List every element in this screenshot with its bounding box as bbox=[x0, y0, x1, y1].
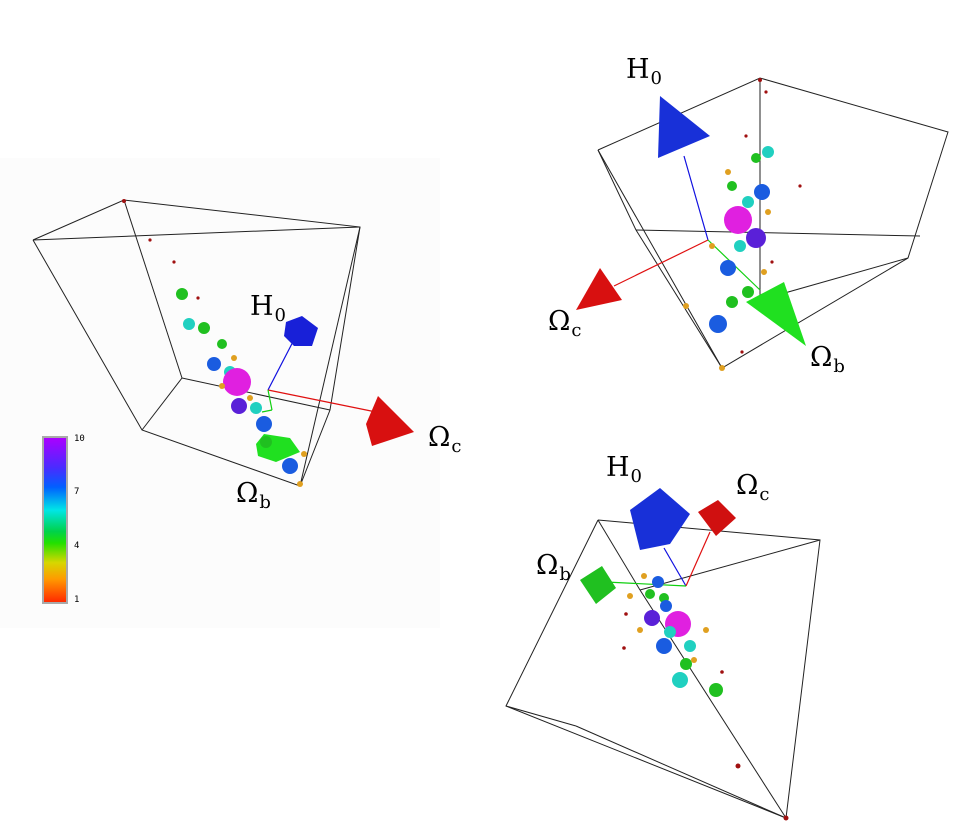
arrow-omega-c-left bbox=[267, 389, 414, 446]
label-omega-b-left: Ωb bbox=[236, 478, 271, 513]
label-omega-c-left: Ωc bbox=[428, 422, 462, 457]
colorbar-tick-4: 4 bbox=[74, 541, 80, 551]
label-omega-b-bottom-right: Ωb bbox=[536, 550, 571, 585]
view-panel-left bbox=[0, 158, 440, 628]
label-omega-c-bottom-right: Ωc bbox=[736, 470, 770, 505]
data-spheres-left bbox=[122, 199, 307, 487]
label-omega-c-top-right: Ωc bbox=[548, 306, 582, 341]
colorbar-tick-1: 1 bbox=[74, 595, 80, 605]
colorbar-tick-10: 10 bbox=[74, 434, 85, 444]
colorbar-tick-7: 7 bbox=[74, 487, 80, 497]
data-spheres-bottom-right bbox=[622, 573, 789, 821]
label-omega-b-top-right: Ωb bbox=[810, 342, 845, 377]
arrow-h0-top-right bbox=[658, 96, 710, 241]
arrow-omega-c-bottom-right bbox=[685, 500, 736, 587]
bounding-box-top-right bbox=[597, 77, 949, 369]
label-h0-left: H0 bbox=[250, 291, 286, 326]
label-h0-bottom-right: H0 bbox=[606, 452, 642, 487]
arrow-h0-bottom-right bbox=[630, 488, 690, 587]
arrow-h0-left bbox=[267, 316, 318, 391]
data-spheres-top-right bbox=[683, 78, 802, 371]
arrow-omega-b-bottom-right bbox=[580, 566, 687, 604]
label-h0-top-right: H0 bbox=[626, 54, 662, 89]
colorbar bbox=[42, 436, 68, 604]
arrow-omega-c-top-right bbox=[576, 239, 709, 310]
